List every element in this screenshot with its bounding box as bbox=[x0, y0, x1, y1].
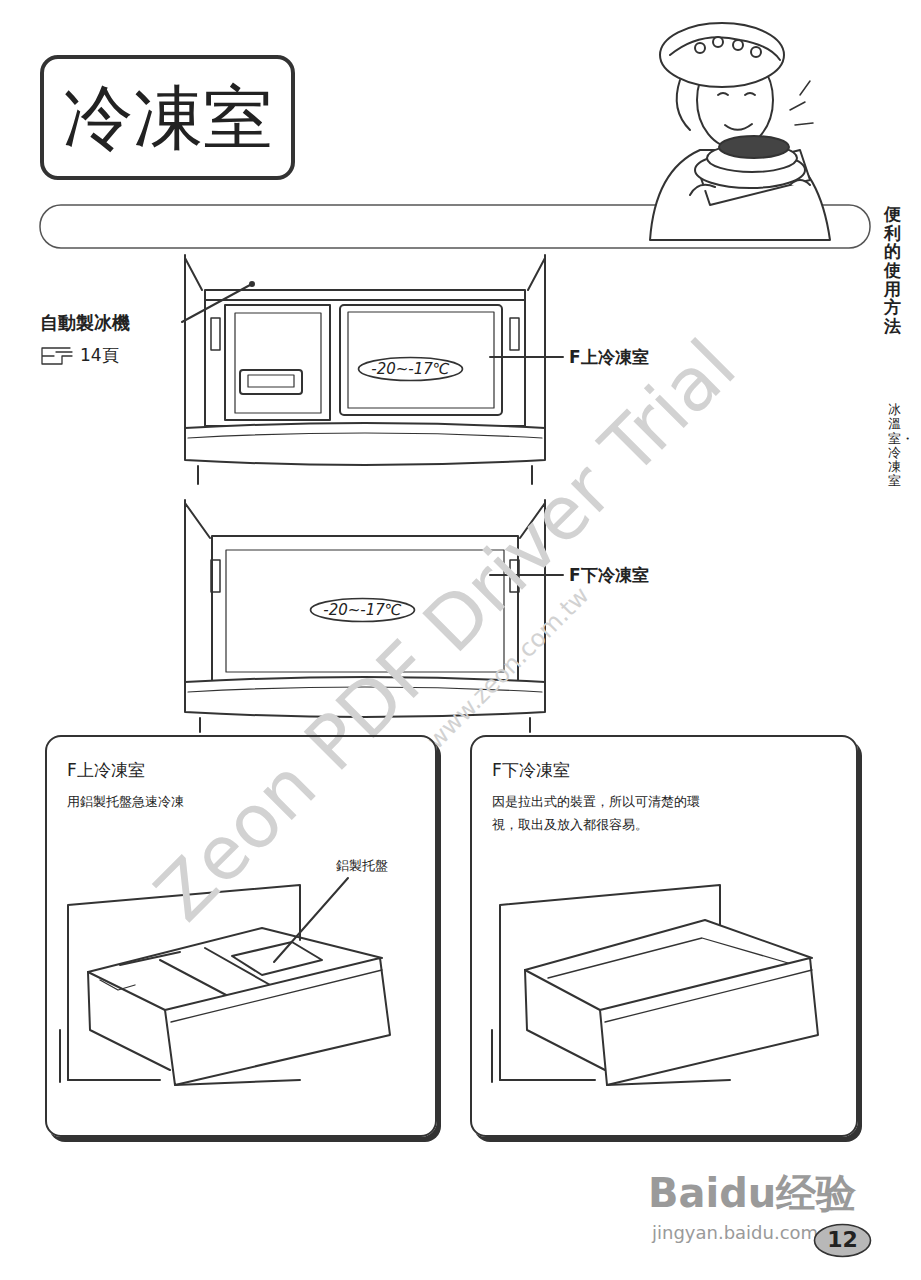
oval-text: -20~-17℃ bbox=[371, 360, 450, 378]
oval-shape bbox=[815, 1225, 871, 1257]
upper-drawer-drawing bbox=[182, 255, 563, 484]
page-reference: 14頁 bbox=[80, 344, 119, 367]
part-label: 鋁製托盤 bbox=[336, 857, 388, 875]
oval-text: -20~-17℃ bbox=[323, 601, 402, 619]
panel-body: 因是拉出式的裝置，所以可清楚的環視，取出及放入都很容易。 bbox=[492, 791, 707, 837]
section-tab: 便利的使用方法 bbox=[884, 205, 901, 336]
oval-text: 12 bbox=[827, 1227, 858, 1253]
part-label: F上冷凍室 bbox=[569, 346, 649, 369]
oval-shape bbox=[311, 599, 415, 622]
info-panel: F上冷凍室用鋁製托盤急速冷凍 bbox=[45, 735, 437, 1137]
title-box: 冷凍室 bbox=[40, 55, 295, 180]
part-label: F下冷凍室 bbox=[569, 564, 649, 587]
part-label: 自動製冰機 bbox=[40, 311, 130, 335]
section-tab: 冰溫室・冷凍室 bbox=[888, 403, 901, 489]
info-panel: F下冷凍室因是拉出式的裝置，所以可清楚的環視，取出及放入都很容易。 bbox=[470, 735, 858, 1137]
panel-heading: F上冷凍室 bbox=[67, 759, 415, 781]
lower-drawer-open-drawing bbox=[492, 885, 818, 1085]
oval-tag: -20~-17℃ bbox=[357, 356, 464, 382]
hand-icon bbox=[42, 348, 72, 364]
page-title: 冷凍室 bbox=[63, 83, 273, 153]
panel-body: 用鋁製托盤急速冷凍 bbox=[67, 791, 427, 814]
oval-shape bbox=[359, 358, 463, 381]
watermark: Baidu经验 bbox=[648, 1166, 856, 1221]
woman-figure bbox=[650, 23, 830, 240]
oval-tag: -20~-17℃ bbox=[309, 597, 416, 623]
watermark: jingyan.baidu.com bbox=[652, 1222, 818, 1243]
oval-tag: 12 bbox=[813, 1223, 872, 1257]
panel-heading: F下冷凍室 bbox=[492, 759, 836, 781]
